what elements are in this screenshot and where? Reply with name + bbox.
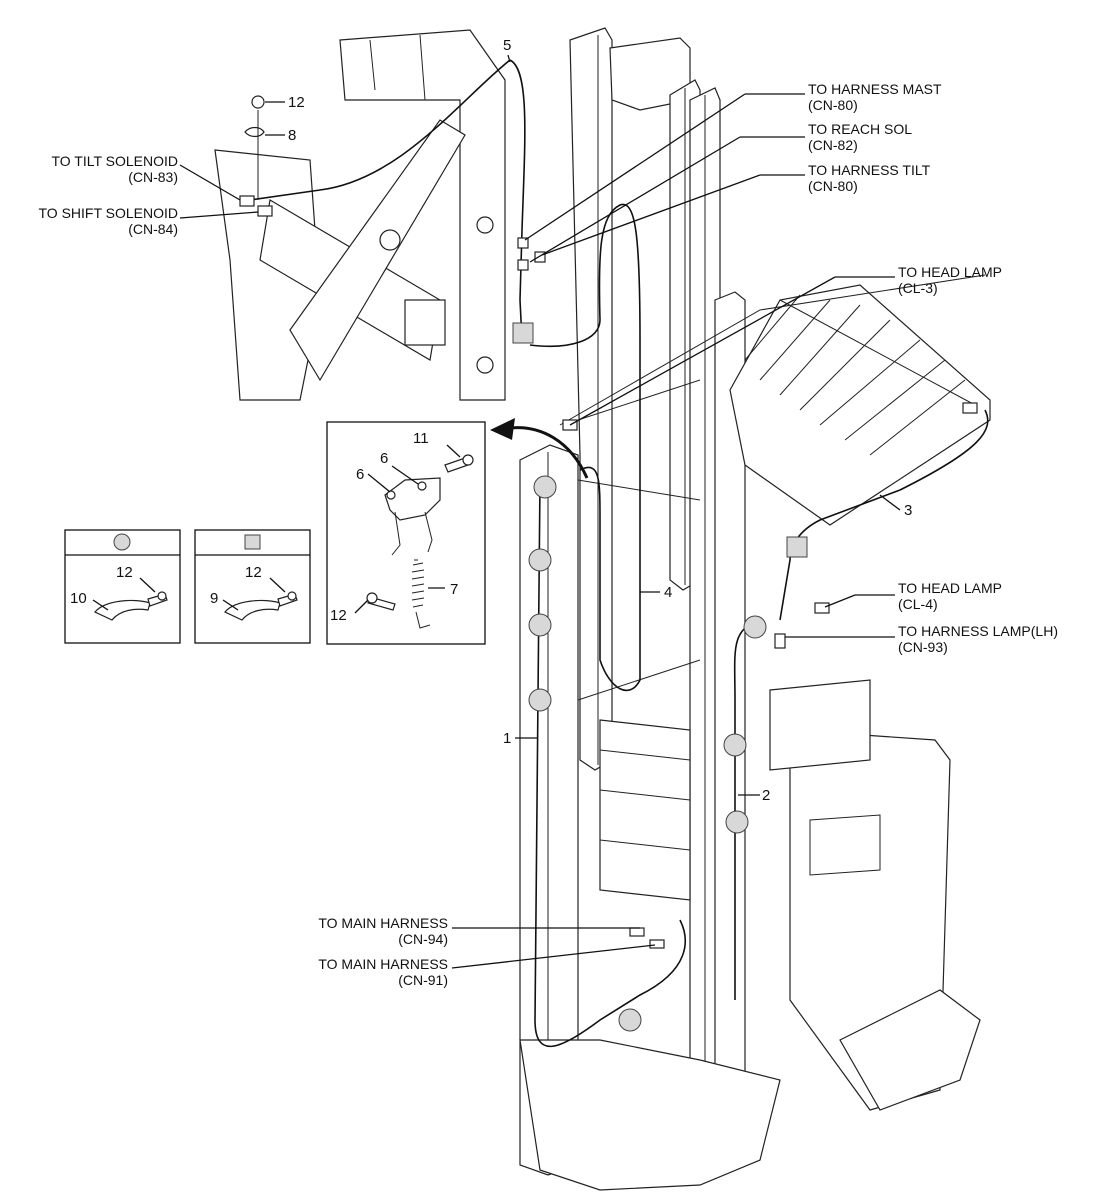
clamp-circle-marker [528, 688, 552, 712]
mast-structure [519, 27, 781, 1191]
part-numbers: 1 2 3 4 5 6 6 7 8 9 10 11 12 12 12 12 [70, 37, 912, 804]
callout-head-lamp-4-code: (CL-4) [898, 596, 938, 612]
callout-head-lamp-3-title: TO HEAD LAMP [898, 264, 1002, 280]
part-number-1: 1 [503, 730, 511, 747]
part-number-6: 6 [380, 450, 388, 467]
clamp-circle-marker [528, 548, 552, 572]
callout-harness-tilt-code: (CN-80) [808, 178, 858, 194]
clamp-circle-marker [743, 615, 767, 639]
square-clamp-symbol [244, 534, 261, 550]
part-number-5: 5 [503, 37, 511, 54]
arrow-head [490, 418, 515, 440]
clamp-circle-marker [528, 613, 552, 637]
clamp-circle-marker [533, 475, 557, 499]
platform-frame [729, 284, 991, 526]
part-number-6: 6 [356, 466, 364, 483]
callout-head-lamp-4-title: TO HEAD LAMP [898, 580, 1002, 596]
detail-box [326, 421, 486, 645]
callout-main-harness-94-title: TO MAIN HARNESS [318, 915, 448, 931]
callout-shift-solenoid-code: (CN-84) [128, 221, 178, 237]
part-number-12: 12 [288, 94, 305, 111]
clamp-square-marker [512, 322, 534, 344]
part-number-3: 3 [904, 502, 912, 519]
callout-harness-lamp-lh-code: (CN-93) [898, 639, 948, 655]
clamp-circle-marker [723, 733, 747, 757]
callout-main-harness-91-title: TO MAIN HARNESS [318, 956, 448, 972]
part-number-4: 4 [664, 584, 672, 601]
operator-panel [769, 679, 981, 1111]
callout-reach-sol-title: TO REACH SOL [808, 121, 912, 137]
clamp-circle-marker [618, 1008, 642, 1032]
callout-main-harness-94-code: (CN-94) [398, 931, 448, 947]
curved-arrow [509, 426, 589, 479]
callout-shift-solenoid-title: TO SHIFT SOLENOID [38, 205, 178, 221]
part-number-9: 9 [210, 590, 218, 607]
clamp-part-icon [94, 599, 151, 621]
legend-circle-box [64, 529, 181, 644]
part-number-12: 12 [330, 607, 347, 624]
part-number-10: 10 [70, 590, 87, 607]
legend-square-box [194, 529, 311, 644]
leader-lines [179, 54, 901, 969]
circle-clamp-symbol [113, 533, 131, 551]
clamp-markers [512, 322, 808, 1032]
part-number-7: 7 [450, 581, 458, 598]
callout-tilt-solenoid-code: (CN-83) [128, 169, 178, 185]
tilt-assembly [214, 29, 506, 401]
callout-main-harness-91-code: (CN-91) [398, 972, 448, 988]
part-number-11: 11 [413, 430, 429, 447]
part-number-12: 12 [116, 564, 133, 581]
clamp-circle-marker [725, 810, 749, 834]
part-number-12: 12 [245, 564, 262, 581]
callout-harness-lamp-lh-title: TO HARNESS LAMP(LH) [898, 623, 1058, 639]
callout-harness-mast-code: (CN-80) [808, 97, 858, 113]
callout-harness-tilt-title: TO HARNESS TILT [808, 162, 931, 178]
clamp-part-icon [224, 599, 281, 621]
callout-harness-mast-title: TO HARNESS MAST [808, 81, 942, 97]
part-number-8: 8 [288, 127, 296, 144]
callout-reach-sol-code: (CN-82) [808, 137, 858, 153]
callout-tilt-solenoid-title: TO TILT SOLENOID [51, 153, 178, 169]
callout-head-lamp-3-code: (CL-3) [898, 280, 938, 296]
part-number-2: 2 [762, 787, 770, 804]
clamp-square-marker [786, 536, 808, 558]
callout-labels: TO HARNESS MAST (CN-80) TO REACH SOL (CN… [38, 81, 1058, 988]
